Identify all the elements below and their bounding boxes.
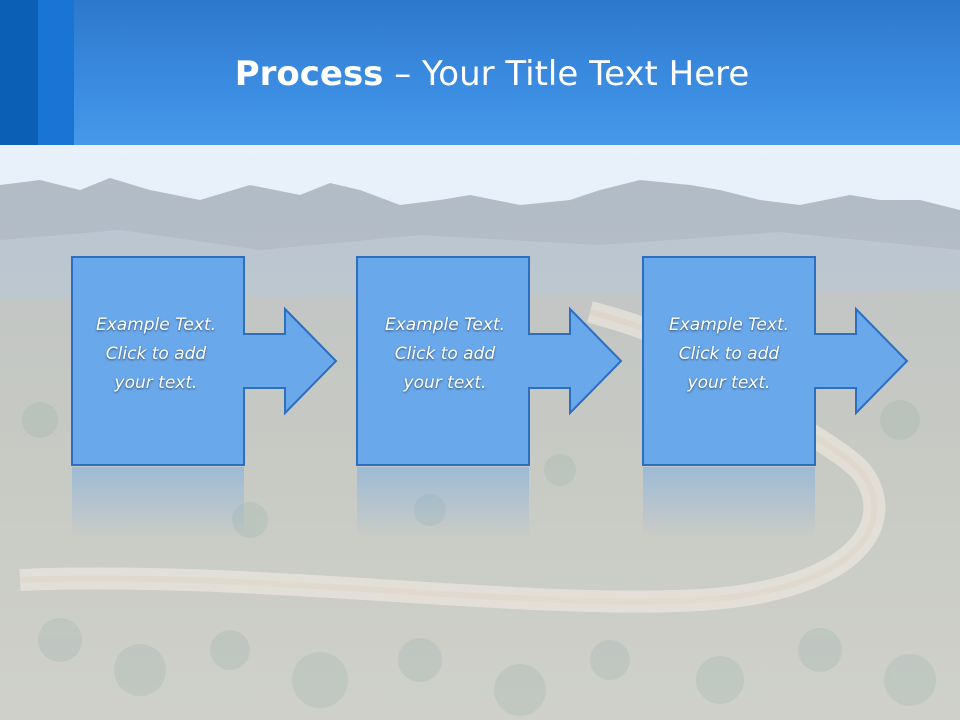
process-step-3-arrow-box[interactable] [642, 256, 909, 466]
process-step-2-arrow-box[interactable] [356, 256, 623, 466]
process-step-1-reflection [72, 467, 244, 537]
slide-title-bold: Process [234, 54, 384, 94]
process-step-2-text[interactable]: Example Text. Click to add your text. [384, 315, 506, 393]
process-step-3-reflection [643, 467, 815, 537]
process-step-2-reflection [357, 467, 529, 537]
process-step-1-arrow-box[interactable] [71, 256, 338, 466]
slide-title[interactable]: Process – Your Title Text Here [0, 52, 960, 96]
process-step-1-text[interactable]: Example Text. Click to add your text. [95, 315, 217, 393]
title-accent-bar-light [38, 0, 74, 145]
process-step-3-text[interactable]: Example Text. Click to add your text. [668, 315, 790, 393]
title-band [0, 0, 960, 145]
slide-title-rest: – Your Title Text Here [383, 54, 750, 94]
title-accent-bar-dark [0, 0, 38, 145]
